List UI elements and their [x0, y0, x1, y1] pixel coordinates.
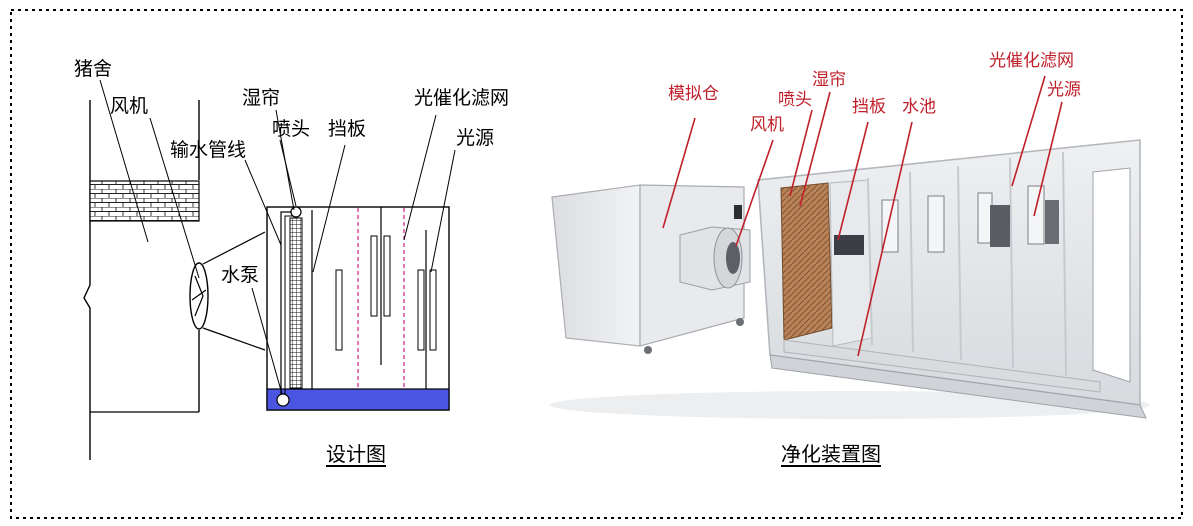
label-nozzle-device: 喷头 [778, 90, 812, 110]
label-water-tank: 水池 [902, 97, 936, 117]
leader-wet-curtain-device [799, 91, 831, 207]
leader-baffle-device [837, 121, 869, 241]
pig-house-outline [83, 100, 91, 460]
leader-fan [149, 117, 200, 279]
label-water-pump: 水泵 [221, 264, 260, 286]
leader-sim-chamber [662, 117, 696, 229]
duct-bottom [202, 327, 266, 351]
light-lamp-4 [1027, 185, 1045, 245]
outer-dashed-border [10, 9, 1183, 519]
label-pig-house: 猪舍 [74, 58, 113, 80]
label-wet-curtain-device: 湿帘 [812, 70, 846, 90]
label-light-source: 光源 [456, 127, 495, 149]
design-drawing [83, 79, 456, 460]
water-pipe [280, 211, 294, 396]
label-baffle: 挡板 [328, 118, 367, 140]
leader-fan-device [735, 139, 774, 247]
label-baffle-device: 挡板 [852, 97, 886, 117]
light-lamp-2 [927, 195, 945, 253]
light-tube-1 [335, 269, 343, 351]
label-photocatalytic-filter: 光催化滤网 [414, 87, 510, 109]
water-pump-icon [276, 393, 290, 407]
leader-light [430, 149, 456, 273]
leader-water-tank [857, 121, 913, 357]
leader-pig-house [99, 79, 149, 243]
leader-nozzle [279, 139, 297, 207]
leader-filter [403, 114, 437, 241]
label-nozzle: 喷头 [272, 118, 311, 140]
duct-top [202, 231, 266, 265]
label-fan: 风机 [110, 95, 149, 117]
simulation-chamber-front [551, 184, 641, 347]
brick-wall [89, 180, 200, 222]
light-lamp-1 [881, 199, 899, 253]
nozzle-icon [290, 206, 302, 218]
baffle-device [834, 235, 864, 255]
light-tube-4 [417, 269, 425, 351]
label-light-source-device: 光源 [1047, 80, 1081, 100]
light-lamp-3 [977, 192, 993, 244]
leader-baffle [312, 144, 346, 273]
caption-design: 设计图 [326, 442, 386, 466]
label-fan-device: 风机 [750, 115, 784, 135]
leader-filter-device [1011, 75, 1046, 187]
leader-light-device [1033, 101, 1063, 217]
side-window [1092, 167, 1131, 383]
leader-pump [251, 287, 283, 395]
leader-water-pipe [244, 159, 282, 246]
light-tube-2 [370, 235, 378, 317]
label-photocatalytic-filter-device: 光催化滤网 [989, 51, 1074, 71]
caption-device: 净化装置图 [781, 442, 881, 466]
light-tube-5 [429, 269, 437, 351]
label-wet-curtain: 湿帘 [242, 87, 281, 109]
water-tank [266, 388, 450, 411]
water-tank-device [783, 339, 1101, 393]
label-water-pipe: 输水管线 [170, 139, 247, 161]
fan-icon [189, 262, 209, 330]
wet-curtain-device [780, 182, 833, 341]
wet-curtain [289, 217, 303, 389]
label-simulation-chamber: 模拟仓 [668, 84, 719, 104]
leader-nozzle-device [789, 109, 813, 197]
light-tube-3 [383, 235, 391, 317]
device-illustration [550, 75, 1150, 419]
